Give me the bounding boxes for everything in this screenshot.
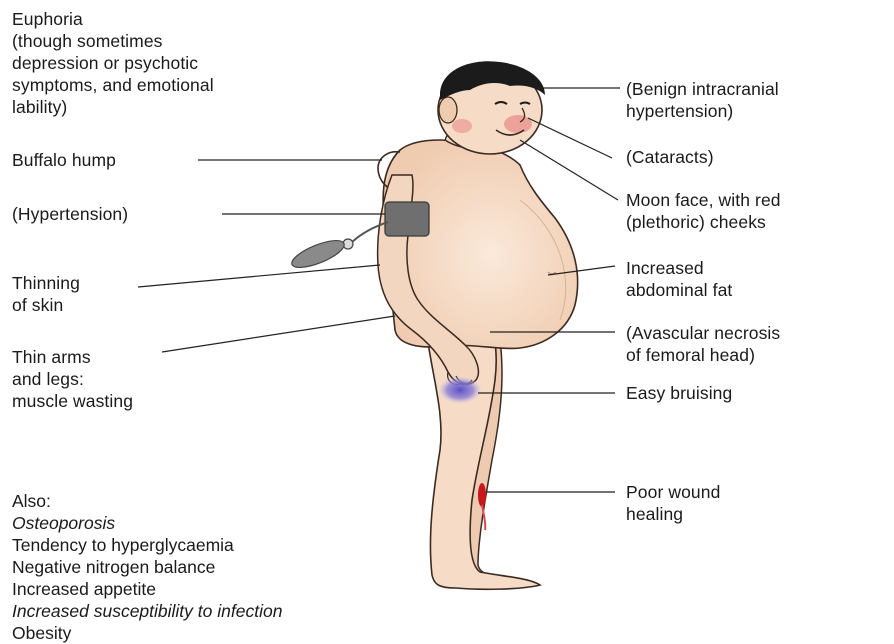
also-list: Also: Osteoporosis Tendency to hyperglyc… bbox=[12, 490, 282, 644]
label-bruising: Easy bruising bbox=[626, 382, 732, 404]
plethoric-cheek bbox=[504, 115, 532, 133]
bruise bbox=[438, 376, 482, 404]
also-item: Increased appetite bbox=[12, 578, 282, 600]
bp-cuff bbox=[385, 202, 429, 236]
also-item: Increased susceptibility to infection bbox=[12, 600, 282, 622]
plethoric-cheek bbox=[452, 119, 472, 133]
also-item: Negative nitrogen balance bbox=[12, 556, 282, 578]
also-item: Osteoporosis bbox=[12, 512, 282, 534]
also-item: Obesity bbox=[12, 622, 282, 644]
label-hypertension: (Hypertension) bbox=[12, 203, 128, 225]
ear bbox=[439, 97, 457, 123]
label-thinning-skin: Thinning of skin bbox=[12, 272, 80, 316]
label-avascular: (Avascular necrosis of femoral head) bbox=[626, 322, 780, 366]
also-heading: Also: bbox=[12, 490, 282, 512]
label-thin-arms: Thin arms and legs: muscle wasting bbox=[12, 346, 133, 412]
bp-bulb bbox=[289, 235, 348, 273]
label-euphoria: Euphoria (though sometimes depression or… bbox=[12, 8, 214, 118]
label-buffalo-hump: Buffalo hump bbox=[12, 149, 116, 171]
leader-thin-arms bbox=[162, 316, 395, 352]
label-moon-face: Moon face, with red (plethoric) cheeks bbox=[626, 189, 781, 233]
label-cataracts: (Cataracts) bbox=[626, 146, 714, 168]
label-abdominal-fat: Increased abdominal fat bbox=[626, 257, 732, 301]
label-intracranial: (Benign intracranial hypertension) bbox=[626, 78, 779, 122]
label-wound: Poor wound healing bbox=[626, 481, 720, 525]
also-item: Tendency to hyperglycaemia bbox=[12, 534, 282, 556]
leader-thinning-skin bbox=[138, 265, 380, 287]
wound bbox=[478, 483, 486, 507]
